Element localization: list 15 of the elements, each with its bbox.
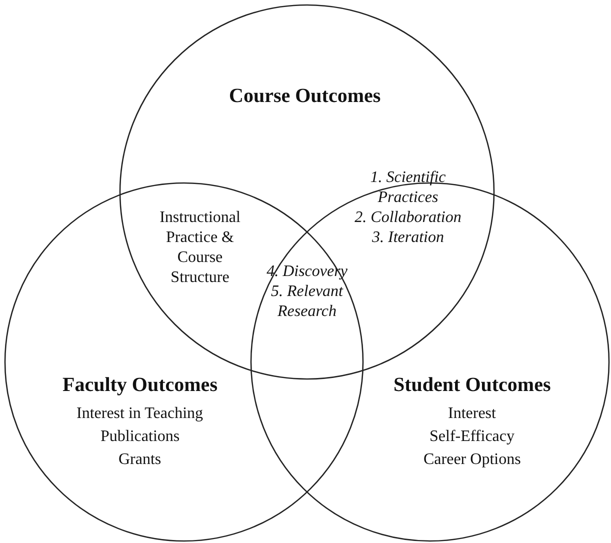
list-item: Career Options (424, 450, 521, 470)
set-heading: Faculty Outcomes (62, 373, 218, 397)
list-item: Grants (118, 450, 162, 470)
list-item: Interest in Teaching (76, 404, 204, 424)
list-item: Self-Efficacy (430, 427, 514, 447)
list-item: Publications (100, 427, 180, 447)
overlap-text: 5. Relevant Research (270, 282, 344, 322)
set-heading: Course Outcomes (229, 84, 381, 108)
set-heading: Student Outcomes (394, 373, 551, 397)
list-item: Interest (448, 404, 496, 424)
overlap-text: 3. Iteration (371, 228, 445, 248)
overlap-text: 2. Collaboration (354, 208, 462, 228)
venn-circle (4, 182, 364, 542)
overlap-text: 1. Scientific Practices (369, 168, 447, 208)
overlap-text: Instructional Practice & Course Structure (158, 208, 242, 288)
